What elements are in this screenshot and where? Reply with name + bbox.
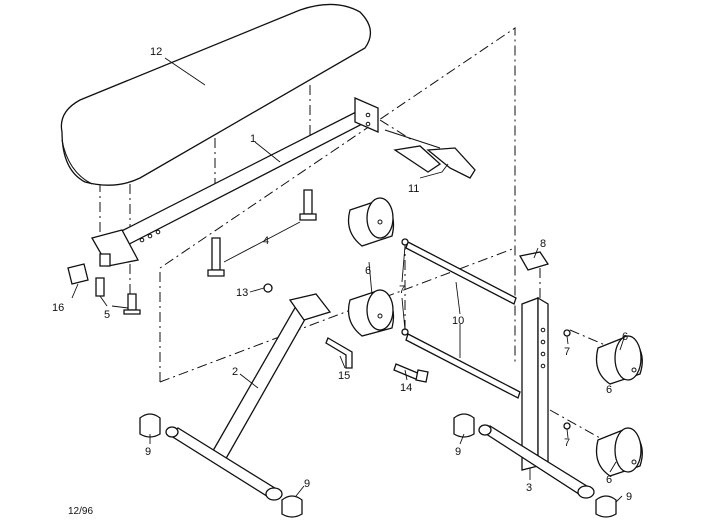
- long-bolts: [207, 189, 317, 277]
- part-label-8: 8: [540, 238, 546, 250]
- part-label-9d: 9: [626, 491, 632, 503]
- roller-upper-left: [347, 197, 395, 247]
- pin-bolt-nut: [263, 283, 429, 383]
- roller-upper-right: [595, 335, 643, 385]
- washers: [563, 329, 571, 430]
- upright-leg: [478, 296, 595, 499]
- part-label-2: 2: [232, 366, 238, 378]
- part-labels: 12 1 11 4 6 8 7 16 5 13 10 7 6 2 15 14 7…: [52, 46, 632, 503]
- part-label-9c: 9: [455, 446, 461, 458]
- part-label-6b: 6: [622, 331, 628, 343]
- part-label-7a: 7: [399, 284, 405, 296]
- part-label-9a: 9: [145, 446, 151, 458]
- part-label-6a: 6: [365, 265, 371, 277]
- part-label-6c: 6: [606, 474, 612, 486]
- part-label-11: 11: [408, 183, 419, 195]
- part-label-10: 10: [452, 315, 464, 327]
- part-label-16: 16: [52, 302, 64, 314]
- part-label-5: 5: [104, 309, 110, 321]
- part-label-1: 1: [250, 133, 256, 145]
- part-label-9b: 9: [304, 478, 310, 490]
- part-label-4: 4: [263, 235, 269, 247]
- revision-date-code: 12/96: [68, 506, 93, 517]
- roller-rods: [401, 238, 521, 399]
- leader-lines: [71, 57, 626, 503]
- foam-rollers: [347, 197, 643, 477]
- part-label-7b: 7: [564, 346, 570, 358]
- part-label-12: 12: [150, 46, 162, 58]
- part-label-6d: 6: [606, 384, 612, 396]
- part-label-15: 15: [338, 370, 350, 382]
- hook-bracket: [384, 129, 476, 179]
- part-label-7c: 7: [564, 437, 570, 449]
- roller-lower-right: [595, 427, 643, 477]
- seat-pad: [60, 3, 372, 186]
- leg-end-caps: [139, 413, 617, 518]
- end-cap-and-bolts: [67, 253, 141, 315]
- part-label-14: 14: [400, 382, 412, 394]
- part-label-3: 3: [526, 482, 532, 494]
- front-leg: [165, 293, 332, 501]
- roller-lower-left: [347, 289, 395, 337]
- upright-top-cap: [518, 251, 550, 271]
- part-label-13: 13: [236, 287, 248, 299]
